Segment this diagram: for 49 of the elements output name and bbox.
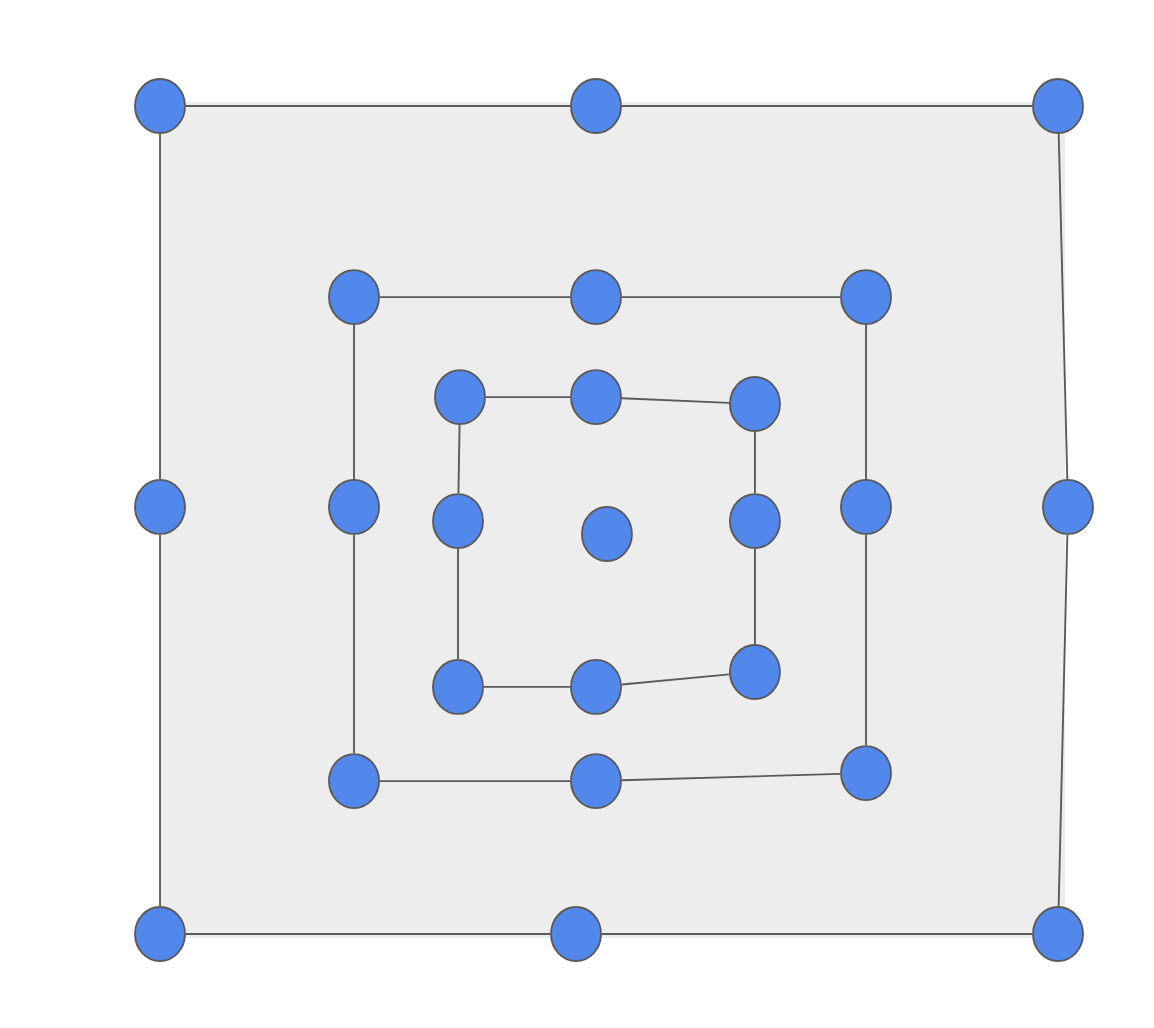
connector-line	[754, 548, 756, 645]
connector-line	[353, 324, 355, 480]
connector-line	[621, 105, 1033, 107]
circle-node	[570, 78, 622, 134]
circle-node	[1032, 906, 1084, 962]
connector-line	[185, 933, 551, 935]
circle-node	[134, 906, 186, 962]
connector-line	[159, 533, 161, 907]
circle-node	[729, 493, 781, 549]
circle-node	[570, 269, 622, 325]
connector-line	[865, 324, 867, 480]
circle-node	[570, 369, 622, 425]
circle-node	[840, 745, 892, 801]
connector-line	[754, 431, 756, 495]
circle-node	[328, 753, 380, 809]
circle-node	[570, 753, 622, 809]
circle-node	[432, 659, 484, 715]
circle-node	[1032, 78, 1084, 134]
connector-line	[601, 933, 1033, 935]
connector-line	[379, 780, 571, 782]
connector-line	[379, 296, 571, 298]
circle-node	[729, 644, 781, 700]
circle-node	[570, 659, 622, 715]
circle-node	[432, 493, 484, 549]
connector-line	[353, 533, 355, 755]
connector-line	[621, 772, 841, 782]
connector-line	[1057, 133, 1069, 480]
circle-node	[434, 369, 486, 425]
connector-line	[485, 396, 571, 398]
circle-node	[550, 906, 602, 962]
circle-node	[581, 506, 633, 562]
connector-line	[159, 133, 161, 480]
connector-line	[185, 105, 571, 107]
connector-line	[483, 686, 571, 688]
connector-line	[457, 424, 461, 495]
circle-node	[328, 479, 380, 535]
circle-node	[840, 479, 892, 535]
connector-line	[865, 533, 867, 747]
connector-line	[457, 548, 459, 660]
circle-node	[729, 376, 781, 432]
circle-node	[1042, 479, 1094, 535]
connector-line	[620, 397, 730, 404]
connector-line	[621, 296, 841, 298]
circle-node	[134, 479, 186, 535]
connector-line	[1057, 533, 1069, 907]
circle-node	[134, 78, 186, 134]
circle-node	[328, 269, 380, 325]
circle-node	[840, 269, 892, 325]
connector-line	[620, 673, 731, 686]
